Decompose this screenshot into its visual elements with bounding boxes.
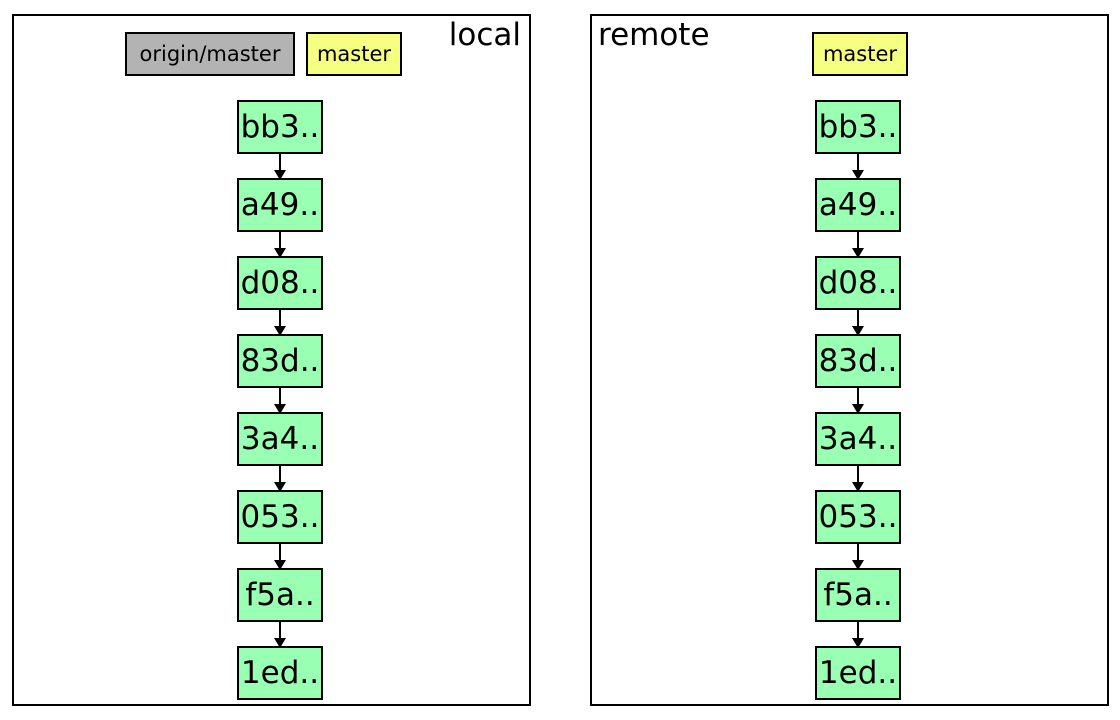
local-arrow-1 xyxy=(274,232,286,258)
ref-local-master: master xyxy=(306,32,402,76)
remote-arrow-5 xyxy=(852,544,864,570)
remote-commit-0: bb3.. xyxy=(815,100,901,154)
local-commit-2: d08.. xyxy=(237,256,323,310)
remote-commit-2: d08.. xyxy=(815,256,901,310)
remote-arrow-1 xyxy=(852,232,864,258)
local-commit-7: 1ed.. xyxy=(237,646,323,700)
local-commit-0: bb3.. xyxy=(237,100,323,154)
local-arrow-0 xyxy=(274,154,286,180)
remote-arrow-3 xyxy=(852,388,864,414)
remote-commit-1: a49.. xyxy=(815,178,901,232)
local-commit-1: a49.. xyxy=(237,178,323,232)
local-commit-6: f5a.. xyxy=(237,568,323,622)
remote-commit-6: f5a.. xyxy=(815,568,901,622)
local-arrow-6 xyxy=(274,622,286,648)
remote-arrow-6 xyxy=(852,622,864,648)
ref-origin-master: origin/master xyxy=(125,32,295,76)
remote-arrow-2 xyxy=(852,310,864,336)
remote-commit-4: 3a4.. xyxy=(815,412,901,466)
remote-commit-5: 053.. xyxy=(815,490,901,544)
local-commit-chain: bb3.. a49.. d08.. 83d.. 3a4.. 053.. f5a.… xyxy=(237,100,323,700)
remote-commit-chain: bb3.. a49.. d08.. 83d.. 3a4.. 053.. f5a.… xyxy=(815,100,901,700)
local-commit-3: 83d.. xyxy=(237,334,323,388)
remote-commit-7: 1ed.. xyxy=(815,646,901,700)
local-arrow-2 xyxy=(274,310,286,336)
remote-arrow-0 xyxy=(852,154,864,180)
ref-remote-master: master xyxy=(812,32,908,76)
local-arrow-5 xyxy=(274,544,286,570)
local-arrow-3 xyxy=(274,388,286,414)
remote-repository-panel: remote master bb3.. a49.. d08.. 83d.. 3a… xyxy=(590,14,1109,706)
remote-label: remote xyxy=(598,17,710,53)
local-arrow-4 xyxy=(274,466,286,492)
local-commit-5: 053.. xyxy=(237,490,323,544)
remote-arrow-4 xyxy=(852,466,864,492)
remote-commit-3: 83d.. xyxy=(815,334,901,388)
local-commit-4: 3a4.. xyxy=(237,412,323,466)
local-repository-panel: local origin/master master bb3.. a49.. d… xyxy=(12,14,531,706)
local-label: local xyxy=(448,17,521,53)
